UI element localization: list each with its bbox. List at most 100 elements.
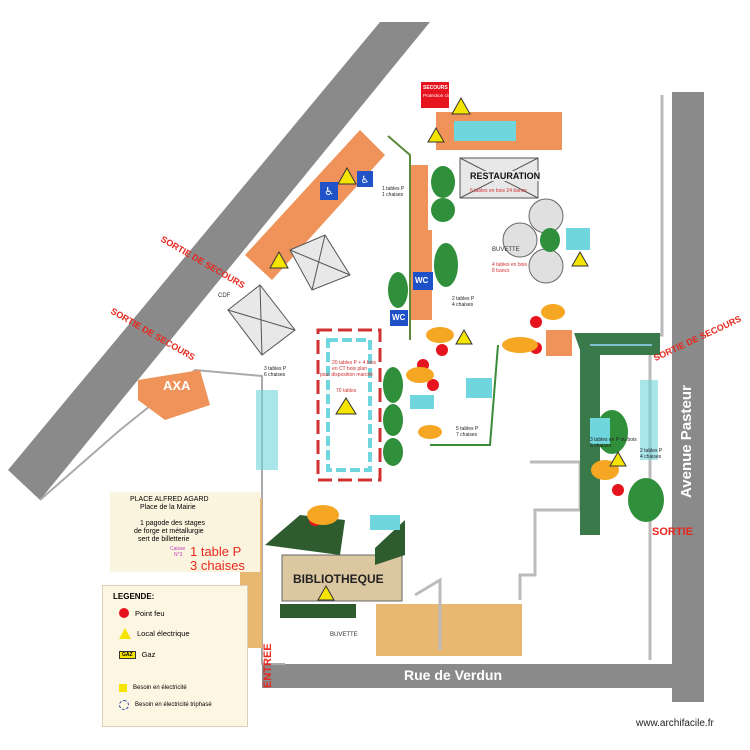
electric-local-icon	[609, 450, 627, 467]
secours-box	[421, 82, 449, 108]
fire-point	[427, 379, 439, 391]
secours-label: SECOURS	[423, 85, 448, 91]
annotation: 2 tables P	[452, 296, 475, 302]
triphase-icon	[119, 700, 129, 710]
forge-area	[426, 327, 454, 343]
electricity-icon	[119, 684, 127, 692]
bibliotheque-building	[281, 554, 403, 602]
legend-label: Gaz	[141, 650, 156, 659]
building-right	[546, 330, 572, 356]
stand-8	[410, 395, 434, 409]
annotation: 6 chaises	[590, 443, 612, 449]
legend-label: Point feu	[135, 608, 165, 618]
legend: LEGENDE: Point feu Local électrique GAZ …	[102, 585, 248, 727]
stand-6	[640, 380, 658, 460]
building-side-left	[410, 165, 428, 230]
fire-point	[436, 344, 448, 356]
tree-1	[431, 166, 455, 198]
svg-text:♿: ♿	[324, 185, 334, 198]
legend-row: Besoin en électricité triphasé	[119, 700, 212, 710]
electric-local-icon	[269, 250, 289, 269]
forge-area	[502, 337, 538, 353]
legend-row: Local électrique	[119, 628, 190, 639]
tree-2	[431, 198, 455, 222]
legend-row: GAZ Gaz	[119, 650, 155, 659]
annotation: 7 chaises	[456, 432, 478, 438]
caisse-label: N°3	[174, 552, 183, 558]
tree-7	[383, 438, 403, 466]
caisse-label: Caisse	[170, 546, 186, 552]
info-line: 1 pagode des stages	[140, 520, 205, 527]
stand-5	[256, 390, 278, 470]
electric-local-icon	[427, 126, 445, 143]
annotation: 4 chaises	[640, 454, 662, 460]
forge-area	[406, 367, 434, 383]
tree-8	[540, 228, 560, 252]
annotation: 4 chaises	[452, 302, 474, 308]
building-boulevard	[245, 130, 385, 280]
electric-local-icon	[335, 397, 357, 415]
restauration-label: RESTAURATION	[470, 171, 541, 181]
tree-4	[388, 272, 408, 308]
stand-3	[466, 378, 492, 398]
legend-row: Point feu	[119, 608, 165, 618]
tree-6	[383, 404, 403, 436]
buvette-label: BUVETTE	[492, 247, 520, 253]
parking-disabled-icon	[320, 182, 338, 200]
building-bottom	[376, 604, 522, 656]
market-area	[316, 328, 382, 482]
annotation: 2 tables P	[640, 448, 663, 454]
avenue-road	[672, 92, 704, 702]
rue-label: Rue de Verdun	[404, 667, 503, 683]
tree-5	[383, 367, 403, 403]
garden-strip	[280, 604, 356, 618]
parasol-3	[528, 248, 564, 284]
parasol-2	[502, 222, 538, 258]
annotation: 1 tables P	[382, 186, 405, 192]
electric-local-icon	[337, 166, 357, 185]
green-border-2	[430, 344, 499, 446]
watermark: www.archifacile.fr	[636, 718, 714, 729]
legend-title: LEGENDE:	[113, 592, 155, 601]
tree-3	[434, 243, 458, 287]
market-annotation: pour disposition marché	[320, 372, 374, 378]
annotation: 3 tables en P ou bois	[590, 437, 637, 443]
annotation: 6 tables en bois 24 bancs	[470, 188, 527, 194]
info-line: PLACE ALFRED AGARD	[130, 496, 209, 503]
building-axa	[138, 370, 210, 420]
electric-local-icon	[317, 584, 335, 601]
annotation: 8 bancs	[492, 268, 510, 274]
axa-label: AXA	[163, 378, 191, 393]
market-inner	[326, 338, 372, 472]
table-count: 1 table P	[190, 544, 242, 559]
sortie-label: SORTIE	[652, 526, 693, 538]
stand-7	[370, 515, 400, 530]
forge-area	[307, 505, 339, 525]
info-box: PLACE ALFRED AGARD Place de la Mairie 1 …	[110, 492, 260, 572]
green-border	[387, 135, 411, 340]
electric-local-icon	[451, 96, 471, 115]
annotation: 5 tables P	[456, 426, 479, 432]
electric-local-icon	[455, 328, 473, 345]
forge-area	[418, 425, 442, 439]
wall-grey-2	[414, 577, 442, 650]
market-annotation: en CT bois plan	[332, 366, 367, 372]
wc-block	[413, 272, 433, 290]
info-line: de forge et métallurgie	[134, 528, 204, 535]
rue-road	[262, 664, 704, 688]
info-line: Place de la Mairie	[140, 504, 196, 511]
market-annotation: 20 tables P + 4 bois	[332, 360, 376, 366]
fire-point	[612, 484, 624, 496]
fire-point	[530, 316, 542, 328]
legend-label: Local électrique	[137, 629, 190, 638]
buvette-label: BUVETTE	[330, 632, 358, 638]
annotation: 4 tables en bois	[492, 262, 528, 268]
garden-bottom	[375, 520, 405, 565]
cdf-label: CDF	[218, 293, 231, 299]
info-line: sert de billetterie	[138, 536, 190, 543]
green-path	[574, 333, 660, 535]
tree-10	[628, 478, 664, 522]
legend-label: Besoin en électricité	[133, 685, 187, 691]
avenue-label: Avenue Pasteur	[678, 385, 695, 498]
